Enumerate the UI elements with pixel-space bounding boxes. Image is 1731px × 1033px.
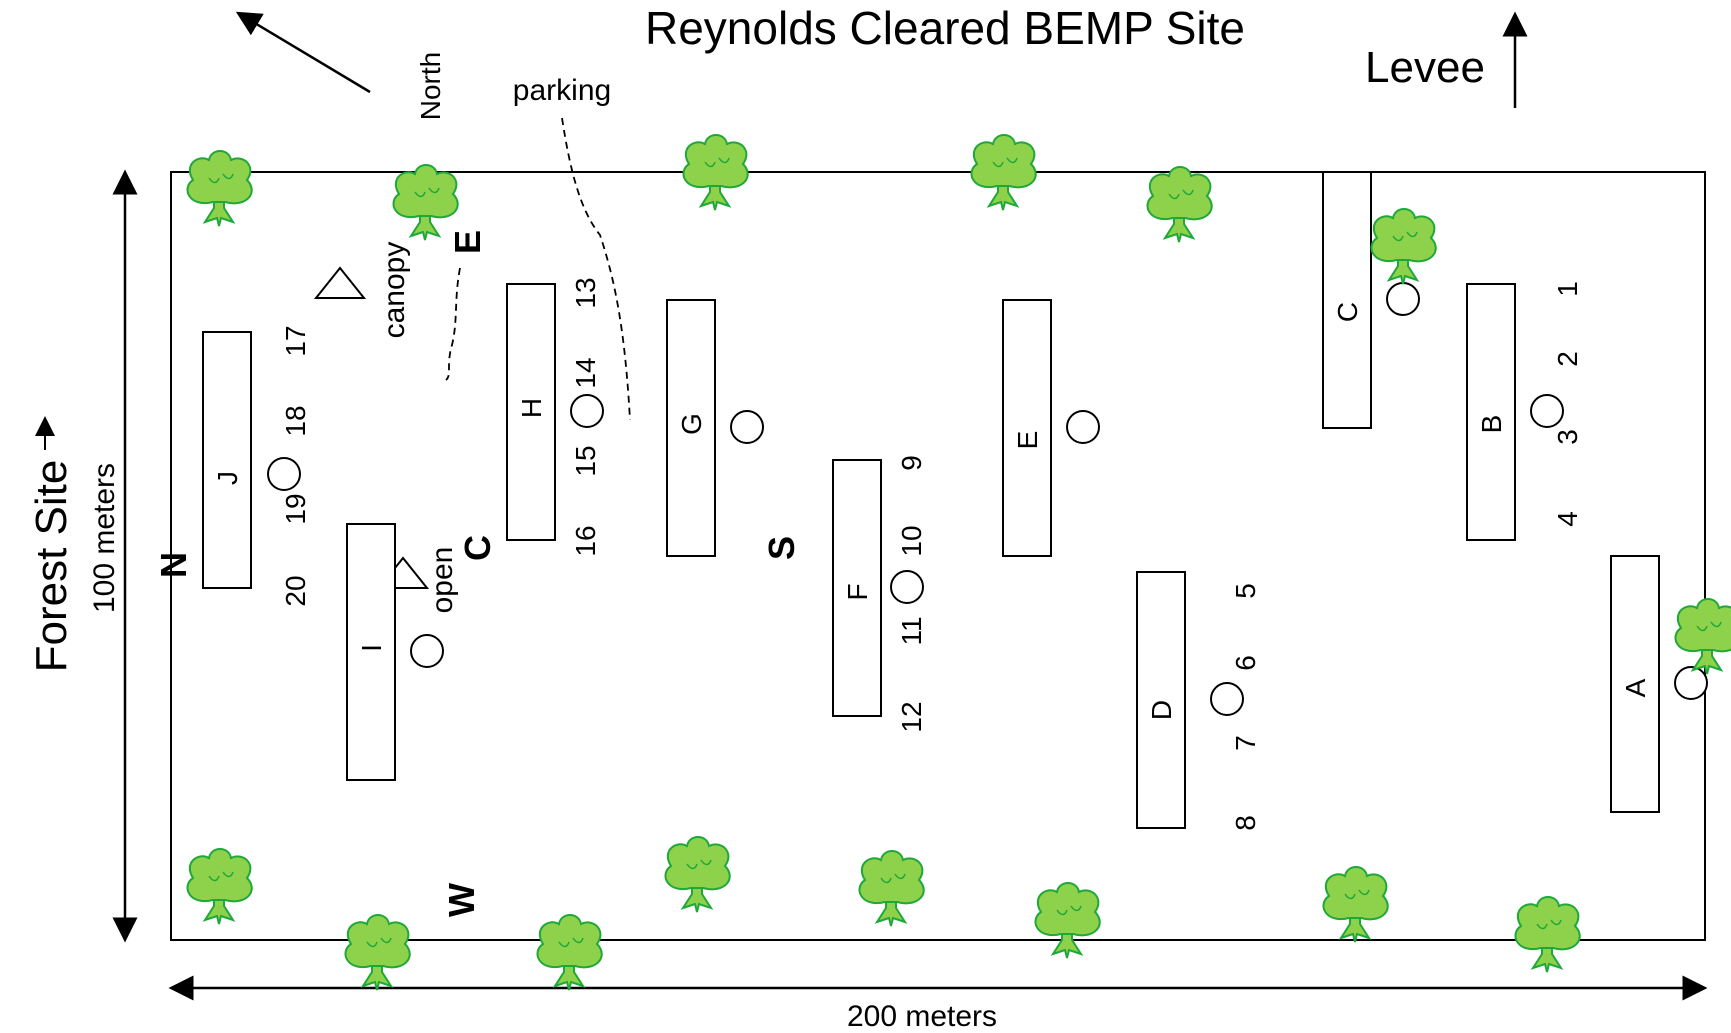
plot-h-label: H <box>516 398 547 418</box>
tree-icon <box>1674 598 1731 675</box>
plot-e-label: E <box>1012 431 1043 450</box>
station-15: 15 <box>570 445 601 476</box>
tree-icon <box>186 150 253 227</box>
well-circle-d <box>1210 682 1244 716</box>
station-12: 12 <box>896 701 927 732</box>
station-10: 10 <box>896 525 927 556</box>
plot-j-label: J <box>212 471 243 485</box>
well-circle-f <box>890 570 924 604</box>
plot-f-label: F <box>842 583 873 600</box>
station-11: 11 <box>896 616 927 645</box>
levee-label: Levee <box>1365 43 1485 92</box>
plot-e: E <box>1002 299 1052 557</box>
station-20: 20 <box>280 575 311 606</box>
station-5: 5 <box>1230 583 1261 599</box>
plot-d: D <box>1136 571 1186 829</box>
well-circle-h <box>570 394 604 428</box>
station-3: 3 <box>1552 429 1583 445</box>
parking-path <box>561 117 631 421</box>
station-2: 2 <box>1552 351 1583 367</box>
well-circle-i <box>410 634 444 668</box>
tree-icon <box>344 914 411 991</box>
plot-b-label: B <box>1476 415 1507 434</box>
north-label: North <box>415 52 446 120</box>
tree-icon <box>1322 866 1389 943</box>
plot-g-label: G <box>676 413 707 435</box>
canopy-path <box>445 267 461 381</box>
width-label: 200 meters <box>847 1000 997 1033</box>
canopy-triangle <box>313 266 367 299</box>
tree-icon <box>1146 166 1213 243</box>
station-19: 19 <box>280 493 311 524</box>
station-13: 13 <box>570 277 601 308</box>
tree-icon <box>970 134 1037 211</box>
well-circle-a <box>1674 666 1708 700</box>
tree-icon <box>858 850 925 927</box>
forest-site-label: Forest Site <box>27 460 76 673</box>
plot-f: F <box>832 459 882 717</box>
well-circle-e <box>1066 410 1100 444</box>
plot-a: A <box>1610 555 1660 813</box>
plot-g: G <box>666 299 716 557</box>
station-7: 7 <box>1230 735 1261 751</box>
tree-icon <box>664 836 731 913</box>
well-circle-g <box>730 410 764 444</box>
compass-e: E <box>447 230 488 254</box>
tree-icon <box>682 134 749 211</box>
tree-icon <box>392 164 459 241</box>
plot-c: C <box>1322 171 1372 429</box>
station-9: 9 <box>896 455 927 471</box>
tree-icon <box>536 914 603 991</box>
station-4: 4 <box>1552 511 1583 527</box>
station-16: 16 <box>570 525 601 556</box>
station-18: 18 <box>280 405 311 436</box>
plot-c-label: C <box>1332 302 1363 322</box>
well-circle-c <box>1386 282 1420 316</box>
plot-h: H <box>506 283 556 541</box>
plot-a-label: A <box>1620 678 1651 697</box>
north-arrow <box>235 11 371 94</box>
parking-label: parking <box>513 74 611 107</box>
well-circle-b <box>1530 394 1564 428</box>
plot-j: J <box>202 331 252 589</box>
compass-s: S <box>761 536 802 560</box>
diagram-title: Reynolds Cleared BEMP Site <box>645 2 1245 54</box>
open-label: open <box>426 547 459 614</box>
tree-icon <box>186 848 253 925</box>
compass-w: W <box>441 883 482 917</box>
tree-icon <box>1514 896 1581 973</box>
tree-icon <box>1370 208 1437 285</box>
station-8: 8 <box>1230 815 1261 831</box>
site-boundary <box>170 171 1706 941</box>
plot-b: B <box>1466 283 1516 541</box>
compass-c: C <box>457 535 498 561</box>
station-17: 17 <box>280 325 311 356</box>
station-14: 14 <box>570 357 601 388</box>
compass-n: N <box>153 552 194 578</box>
plot-i: I <box>346 523 396 781</box>
tree-icon <box>1034 882 1101 959</box>
height-label: 100 meters <box>88 463 121 613</box>
station-1: 1 <box>1552 281 1583 297</box>
station-6: 6 <box>1230 655 1261 671</box>
well-circle-j <box>267 457 301 491</box>
plot-d-label: D <box>1146 700 1177 720</box>
plot-i-label: I <box>356 644 387 652</box>
canopy-label: canopy <box>378 242 411 339</box>
